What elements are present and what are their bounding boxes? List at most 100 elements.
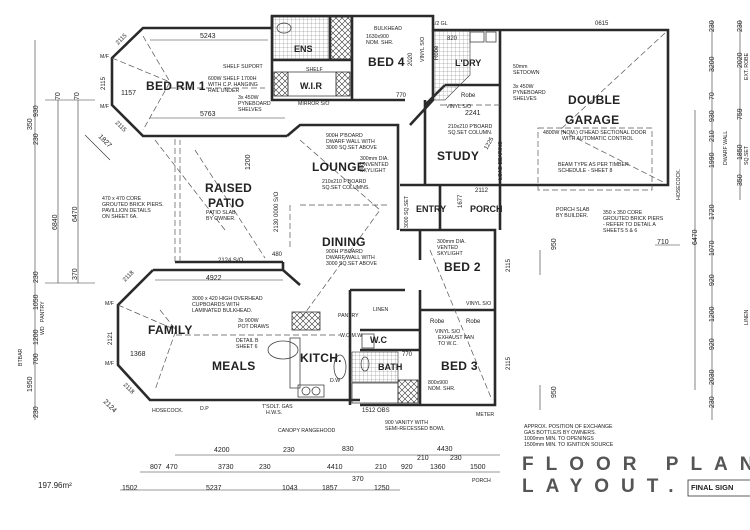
- dimension: 4410: [327, 464, 343, 471]
- dimension: 1827: [97, 133, 113, 149]
- dimension: 0615: [595, 21, 609, 27]
- note: LOAD BEARING: [498, 141, 504, 180]
- note: 3x 450W: [238, 95, 259, 101]
- dimension: 920: [709, 274, 716, 286]
- dimension: 1070: [709, 240, 716, 256]
- dimension: 230: [33, 133, 40, 145]
- note: DWARF WALL WITH: [326, 139, 375, 145]
- dimension: 70: [709, 92, 716, 100]
- note: 800x900: [428, 380, 448, 386]
- robe-bed4: Robe: [434, 45, 440, 60]
- note: 1000mm MIN. TO OPENINGS: [524, 436, 594, 442]
- dimension: 70: [55, 92, 62, 100]
- note: 600W SHELF 1700H: [208, 76, 257, 82]
- note: 900H P'BOARD: [326, 249, 363, 255]
- note: 300mm DIA.: [437, 239, 466, 245]
- dimension: 1200: [709, 306, 716, 322]
- note: 4800W (NOM.) O'HEAD SECTIONAL DOOR: [543, 130, 647, 136]
- title-floor-plan: FLOOR PLAN: [522, 454, 750, 475]
- dimension: 770: [402, 352, 413, 358]
- dimension: 5243: [200, 33, 216, 40]
- note: - REFER TO DETAIL A: [603, 222, 656, 228]
- note: PATIO SLAB: [206, 210, 236, 216]
- room-lounge: LOUNGE: [312, 160, 365, 174]
- note: APPROX. POSITION OF EXCHANGE: [524, 424, 613, 430]
- dimension: 770: [396, 93, 407, 99]
- dimension: 1502: [122, 485, 138, 492]
- note: M/F: [100, 54, 109, 60]
- note: SHELF SUPORT: [223, 64, 264, 70]
- wall-oven-label: W.O M.W: [340, 333, 362, 339]
- note: NOM. SHR.: [366, 40, 393, 46]
- note: CUPBOARDS WITH: [192, 302, 240, 308]
- dimension: 1368: [130, 351, 146, 358]
- dimension: 1360: [430, 464, 446, 471]
- dimension: 920: [401, 464, 413, 471]
- note: 210x210 P'BOARD: [448, 124, 492, 130]
- note: ON SHEET 6A.: [102, 214, 138, 220]
- dimension: 5237: [206, 485, 222, 492]
- dimension: 1043: [282, 485, 298, 492]
- dimension: 2118: [122, 270, 136, 284]
- room-bed-2: BED 2: [444, 260, 481, 274]
- room-bath: BATH: [378, 362, 402, 372]
- note: BULKHEAD: [374, 26, 402, 32]
- dimension: 700: [33, 353, 40, 365]
- note: 3x 450W: [513, 84, 534, 90]
- note: VENTED: [437, 245, 458, 251]
- dimension: 350: [737, 174, 744, 186]
- room-pantry: PANTRY: [338, 313, 359, 319]
- note: 50mm: [513, 64, 527, 70]
- annotations: BULKHEAD 1630x900 NOM. SHR. 1/2 GL VINYL…: [18, 21, 750, 448]
- room-bed-3: BED 3: [441, 359, 478, 373]
- room-linen: LINEN: [373, 307, 389, 313]
- dimension: PORCH: [472, 478, 491, 484]
- note: BY BUILDER.: [556, 213, 588, 219]
- dishwasher-label: D.W: [330, 378, 340, 384]
- room-entry: ENTRY: [416, 204, 446, 214]
- note: UNVENTED: [360, 162, 389, 168]
- room-bed-4: BED 4: [368, 55, 405, 69]
- note: 470 x 470 CORE: [102, 196, 142, 202]
- dimension: 2030: [709, 369, 716, 385]
- note: POT DRAWS: [238, 324, 270, 330]
- dimension: 5763: [200, 111, 216, 118]
- room-labels: BED RM 1 ENS W.I.R BED 4 L'DRY DOUBLE GA…: [146, 44, 620, 384]
- dimension: 2118: [122, 382, 136, 396]
- note: SHELF: [306, 67, 323, 73]
- dimension: 930: [33, 105, 40, 117]
- fixtures: [267, 16, 497, 404]
- note: SHEETS 5 & 6: [603, 228, 637, 234]
- dimension: 2115: [506, 258, 512, 272]
- room-double-garage-line1: DOUBLE: [568, 93, 620, 107]
- note: GAS BOTTLE/S BY OWNERS.: [524, 430, 596, 436]
- note: 1/2 GL: [432, 21, 448, 27]
- note: D.P: [200, 406, 209, 412]
- dimension: 370: [352, 476, 364, 483]
- note: 300mm DIA.: [360, 156, 389, 162]
- dimension: 2124 S/O: [218, 258, 244, 264]
- note: METER: [476, 412, 494, 418]
- dimension: 2115: [114, 120, 128, 134]
- dimension: 370: [72, 268, 79, 280]
- dimension: 1500: [470, 464, 486, 471]
- dimension: 6470: [692, 229, 699, 245]
- dimension: 3730: [218, 464, 234, 471]
- note: DETAIL B: [236, 338, 259, 344]
- dimension: 1250: [374, 485, 390, 492]
- dimension: 1857: [322, 485, 338, 492]
- room-dining: DINING: [322, 235, 366, 249]
- final-sign-box: [687, 479, 750, 497]
- note: 3x 900W: [238, 318, 259, 324]
- note: BEAM TYPE AS PER TIMBER: [558, 162, 629, 168]
- dimension: 230: [709, 396, 716, 408]
- note: HOSECOCK.: [676, 169, 682, 200]
- dimension: 6470: [72, 206, 79, 222]
- dimension: 1720: [709, 204, 716, 220]
- note: M/F: [100, 104, 109, 110]
- dimension: 350: [27, 118, 34, 130]
- final-sign-label: FINAL SIGN: [691, 483, 733, 492]
- note: BY OWNER.: [206, 216, 236, 222]
- dimension: 230: [283, 447, 295, 454]
- dimension: 210: [417, 455, 429, 462]
